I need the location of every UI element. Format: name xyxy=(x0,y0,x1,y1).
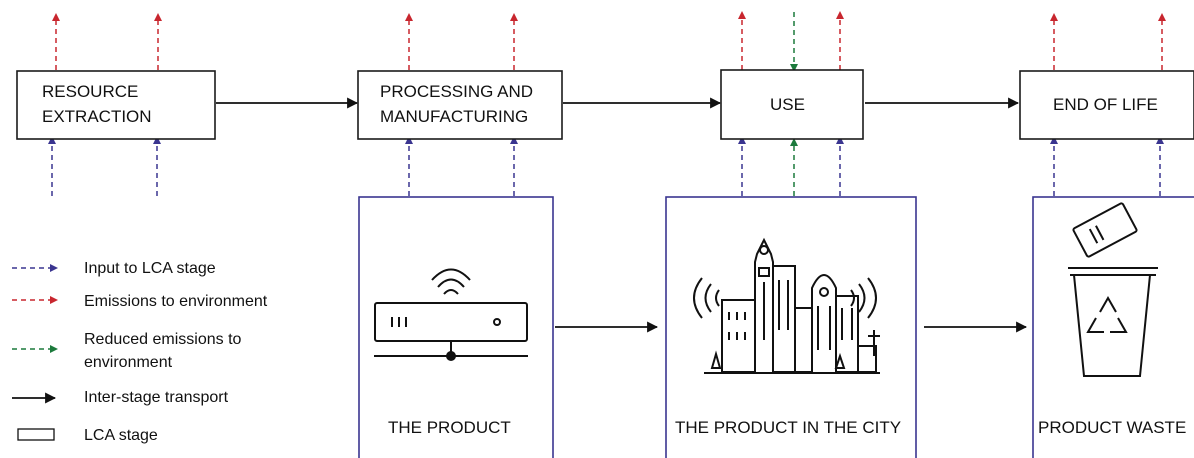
stage-box xyxy=(720,69,864,140)
stage-end-of-life: END OF LIFE xyxy=(1019,70,1194,140)
legend-symbol-stage xyxy=(17,428,55,441)
stage-use: USE xyxy=(720,69,864,140)
legend-item-transport: Inter-stage transport xyxy=(12,389,229,406)
stage-box xyxy=(16,70,216,140)
panel-label: THE PRODUCT IN THE CITY xyxy=(675,418,901,437)
panel-product: THE PRODUCT xyxy=(358,196,554,458)
panel-box xyxy=(1032,196,1194,458)
legend-item-stage: LCA stage xyxy=(17,427,158,444)
stage-label-line: USE xyxy=(770,95,805,114)
legend-item-reduced: Reduced emissions to environment xyxy=(12,331,242,371)
router-icon xyxy=(374,268,528,361)
legend-label: Input to LCA stage xyxy=(84,260,216,277)
input-arrows xyxy=(48,136,1164,196)
panel-box xyxy=(358,196,554,458)
legend-label: environment xyxy=(84,354,173,371)
legend-label: Reduced emissions to xyxy=(84,331,242,348)
panel-product-waste: PRODUCT WASTE xyxy=(1032,196,1194,458)
panel-product-city: THE PRODUCT IN THE CITY xyxy=(665,196,917,458)
stage-label-line: RESOURCE xyxy=(42,82,138,101)
panel-label: THE PRODUCT xyxy=(388,418,511,437)
legend: Input to LCA stage Emissions to environm… xyxy=(12,260,268,444)
stage-box xyxy=(357,70,563,140)
panel-label: PRODUCT WASTE xyxy=(1038,418,1186,437)
stage-label-line: MANUFACTURING xyxy=(380,107,528,126)
stage-label-line: PROCESSING AND xyxy=(380,82,533,101)
stage-label-line: END OF LIFE xyxy=(1053,95,1158,114)
legend-item-input: Input to LCA stage xyxy=(12,260,216,277)
emission-arrows xyxy=(52,11,1166,70)
legend-label: Inter-stage transport xyxy=(84,389,229,406)
recycle-bin-icon xyxy=(1068,202,1158,377)
stage-box xyxy=(1019,70,1194,140)
stage-label-line: EXTRACTION xyxy=(42,107,152,126)
legend-item-emissions: Emissions to environment xyxy=(12,293,268,310)
stage-processing-manufacturing: PROCESSING AND MANUFACTURING xyxy=(357,70,563,140)
legend-label: Emissions to environment xyxy=(84,293,268,310)
legend-label: LCA stage xyxy=(84,427,158,444)
panel-box xyxy=(665,196,917,458)
city-icon xyxy=(693,237,880,374)
stage-resource-extraction: RESOURCE EXTRACTION xyxy=(16,70,216,140)
